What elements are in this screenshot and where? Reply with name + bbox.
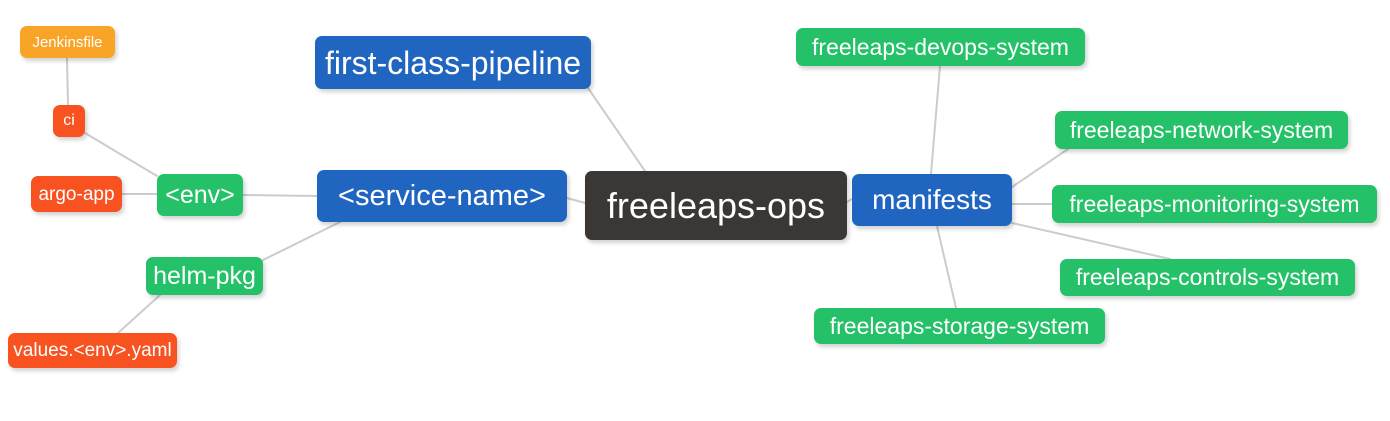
edge-manifests-to-storage	[936, 225, 957, 309]
edge-manifests-to-network	[1011, 148, 1069, 188]
edge-service-name-to-helm-pkg	[262, 221, 341, 261]
node-first-class-pipeline[interactable]: first-class-pipeline	[315, 36, 591, 89]
edge-pipeline-to-freeleaps-ops	[587, 87, 646, 172]
node-freeleaps-ops[interactable]: freeleaps-ops	[585, 171, 847, 240]
edge-manifests-to-devops	[930, 65, 941, 175]
edge-ci-to-env	[84, 132, 158, 177]
node-freeleaps-storage-system[interactable]: freeleaps-storage-system	[814, 308, 1105, 344]
node-freeleaps-devops-system[interactable]: freeleaps-devops-system	[796, 28, 1085, 66]
node-env[interactable]: <env>	[157, 174, 243, 216]
edge-jenkinsfile-to-ci	[66, 57, 69, 106]
edge-manifests-to-controls	[1011, 222, 1171, 260]
node-manifests[interactable]: manifests	[852, 174, 1012, 226]
edge-freeleaps-ops-to-manifests	[846, 198, 853, 203]
edge-service-name-to-freeleaps-ops	[566, 197, 586, 204]
node-freeleaps-network-system[interactable]: freeleaps-network-system	[1055, 111, 1348, 149]
edge-helm-pkg-to-values	[117, 294, 161, 334]
node-argo-app[interactable]: argo-app	[31, 176, 122, 212]
node-values-env-yaml[interactable]: values.<env>.yaml	[8, 333, 177, 368]
node-ci[interactable]: ci	[53, 105, 85, 137]
node-service-name[interactable]: <service-name>	[317, 170, 567, 222]
node-helm-pkg[interactable]: helm-pkg	[146, 257, 263, 295]
node-freeleaps-controls-system[interactable]: freeleaps-controls-system	[1060, 259, 1355, 296]
node-freeleaps-monitoring-system[interactable]: freeleaps-monitoring-system	[1052, 185, 1377, 223]
node-jenkinsfile[interactable]: Jenkinsfile	[20, 26, 115, 58]
edge-env-to-service-name	[242, 194, 318, 197]
